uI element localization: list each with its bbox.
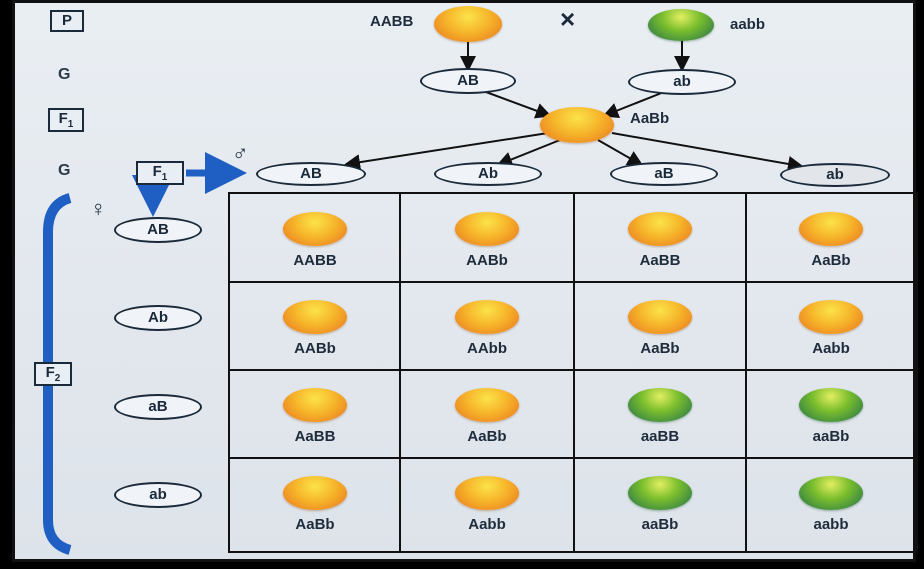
grid-column-divider [573, 194, 575, 551]
arrow-f1-to-male-ab-lower [597, 139, 644, 166]
male-symbol: ♂ [232, 140, 249, 165]
arrow-right-gamete-to-f1 [602, 91, 665, 119]
offspring-genotype: AaBb [811, 252, 851, 269]
p-generation-label: P [50, 10, 84, 32]
offspring-genotype: AAbb [467, 340, 507, 357]
yellow-pea [283, 388, 347, 422]
f1-genotype: AaBb [630, 110, 670, 127]
punnett-cell: AaBB [230, 370, 400, 458]
offspring-genotype: AaBb [467, 428, 507, 445]
punnett-cell: AABb [400, 194, 574, 282]
gamete-row-label: G [58, 66, 71, 83]
green-pea [628, 476, 692, 510]
offspring-genotype: aabb [813, 516, 849, 533]
yellow-pea [283, 300, 347, 334]
offspring-genotype: AABB [293, 252, 337, 269]
female-gamete: aB [114, 394, 202, 420]
yellow-pea [799, 300, 863, 334]
left-parent-gamete: AB [420, 68, 516, 94]
punnett-cell: AaBb [230, 458, 400, 551]
yellow-pea [628, 300, 692, 334]
offspring-genotype: AABb [466, 252, 508, 269]
offspring-genotype: AaBB [639, 252, 681, 269]
yellow-pea [455, 388, 519, 422]
grid-column-divider [745, 194, 747, 551]
punnett-cell: AAbb [400, 282, 574, 370]
arrow-f1-to-male-ab-last [611, 132, 804, 172]
male-gamete: Ab [434, 162, 542, 186]
offspring-genotype: AABb [294, 340, 336, 357]
offspring-genotype: aaBb [812, 428, 850, 445]
female-gamete: AB [114, 217, 202, 243]
punnett-cell: AABb [230, 282, 400, 370]
offspring-genotype: aaBB [640, 428, 680, 445]
green-pea [799, 476, 863, 510]
yellow-pea [628, 212, 692, 246]
offspring-genotype: AaBb [295, 516, 335, 533]
female-symbol: ♀ [90, 196, 107, 221]
arrow-left-gamete-to-f1 [485, 91, 552, 119]
f1-gamete-row-label: G [58, 162, 71, 179]
arrow-f1-to-male-ab-mixed [496, 139, 561, 167]
male-gamete: ab [780, 163, 890, 187]
grid-row-divider [230, 369, 916, 371]
yellow-pea [455, 212, 519, 246]
right-parent-pea [648, 9, 714, 41]
yellow-pea [455, 300, 519, 334]
offspring-genotype: aaBb [641, 516, 679, 533]
punnett-cell: AaBb [746, 194, 916, 282]
green-pea [799, 388, 863, 422]
yellow-pea [283, 212, 347, 246]
cross-symbol: × [560, 4, 576, 34]
grid-column-divider [399, 194, 401, 551]
punnett-cell: AaBb [400, 370, 574, 458]
punnett-cell: aaBb [746, 370, 916, 458]
green-pea [628, 388, 692, 422]
offspring-genotype: AaBB [294, 428, 336, 445]
male-gamete: AB [256, 162, 366, 186]
f2-generation-label: F2 [34, 362, 72, 386]
punnett-cell: AaBB [574, 194, 746, 282]
left-parent-pea [434, 6, 502, 42]
punnett-cell: aabb [746, 458, 916, 551]
yellow-pea [455, 476, 519, 510]
right-parent-genotype: aabb [730, 16, 766, 33]
offspring-genotype: AaBb [640, 340, 680, 357]
grid-row-divider [230, 281, 916, 283]
punnett-cell: Aabb [400, 458, 574, 551]
f1-selfing-box: F1 [136, 161, 184, 185]
f1-pea [540, 107, 614, 143]
arrow-f1-to-male-ab-upper [344, 132, 549, 171]
punnett-cell: AaBb [574, 282, 746, 370]
punnett-cell: aaBB [574, 370, 746, 458]
punnett-cell: Aabb [746, 282, 916, 370]
male-gamete: aB [610, 162, 718, 186]
right-parent-gamete: ab [628, 69, 736, 95]
yellow-pea [799, 212, 863, 246]
punnett-cell: aaBb [574, 458, 746, 551]
f1-generation-label: F1 [48, 108, 84, 132]
female-gamete: Ab [114, 305, 202, 331]
grid-row-divider [230, 457, 916, 459]
yellow-pea [283, 476, 347, 510]
offspring-genotype: Aabb [812, 340, 850, 357]
left-parent-genotype: AABB [370, 13, 414, 30]
offspring-genotype: Aabb [468, 516, 506, 533]
female-gamete: ab [114, 482, 202, 508]
punnett-cell: AABB [230, 194, 400, 282]
